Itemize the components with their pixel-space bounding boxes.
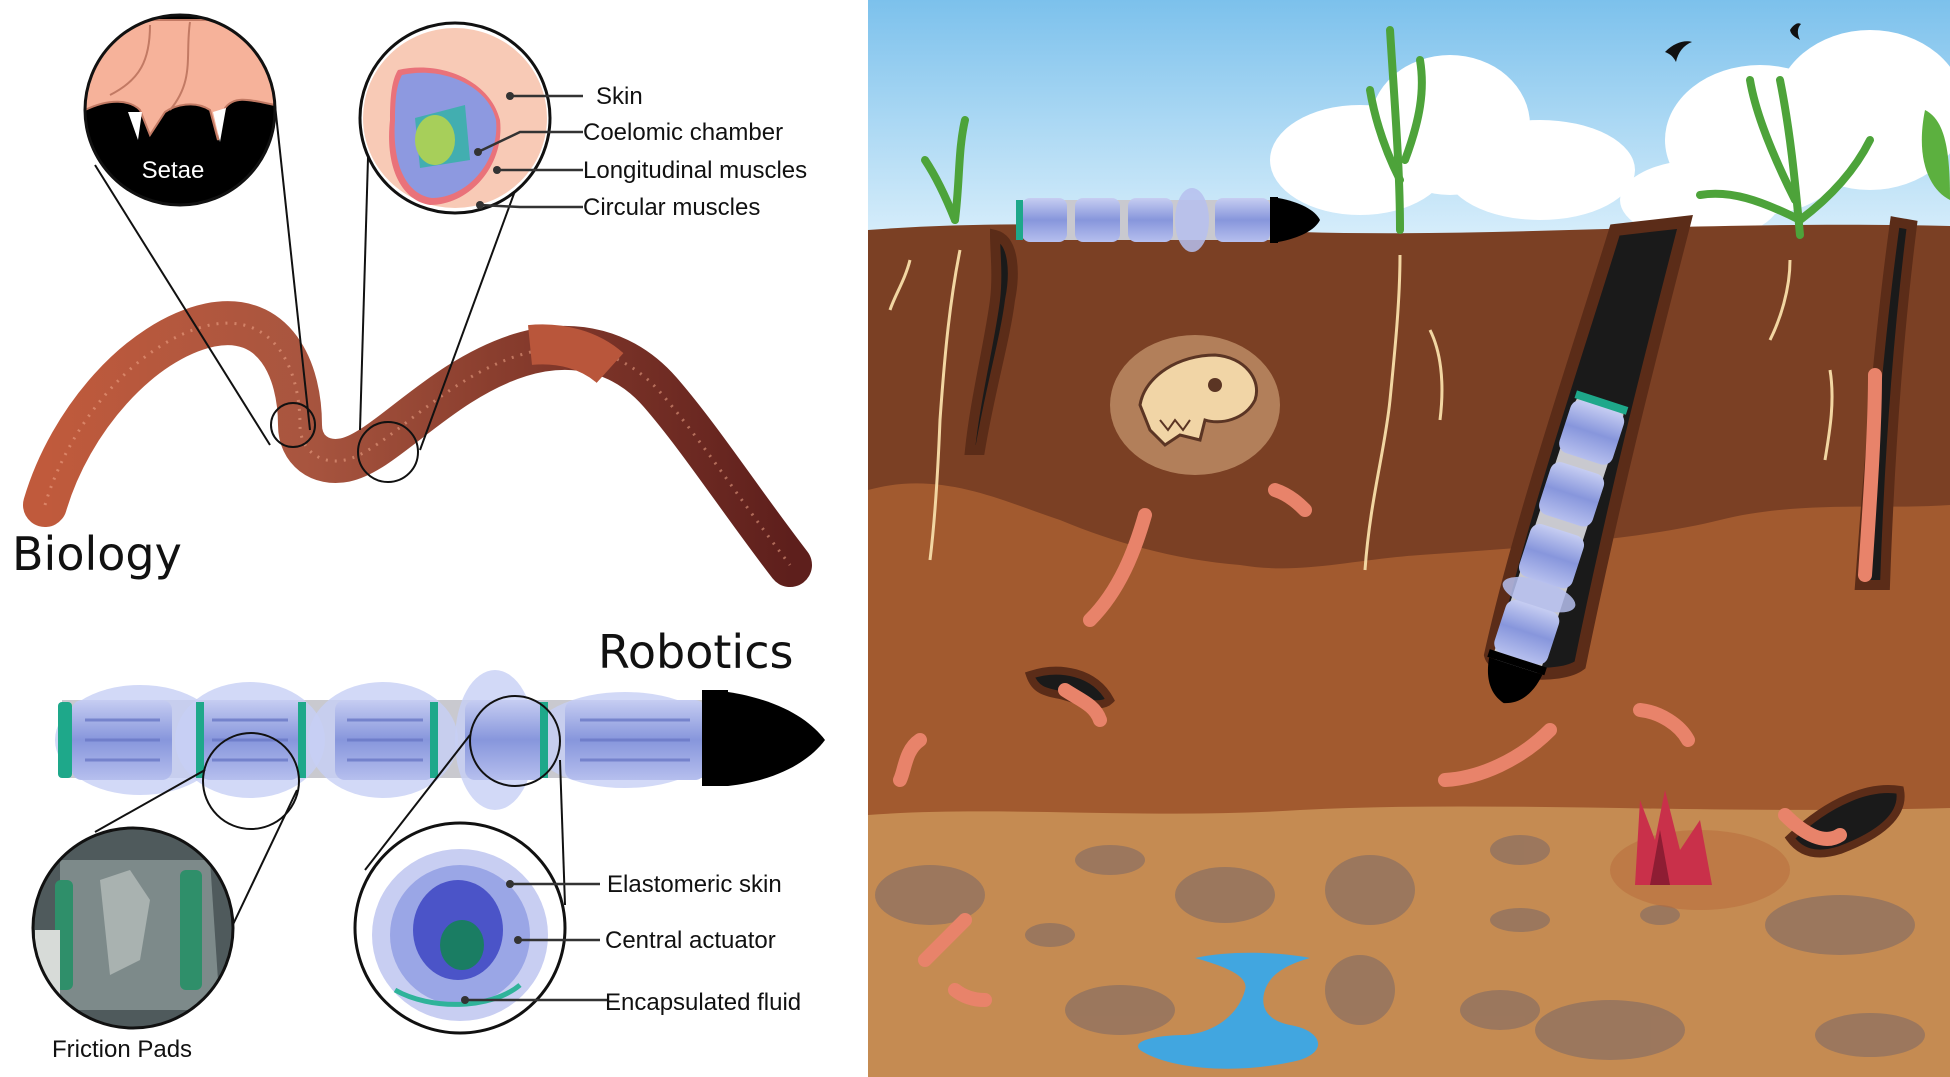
label-encapsulated-fluid: Encapsulated fluid (605, 989, 801, 1016)
clouds (1270, 30, 1950, 240)
robotics-title: Robotics (598, 625, 793, 679)
pebbles (875, 835, 1925, 1060)
crystals (1610, 790, 1790, 910)
robotics-panel: Robotics (31, 625, 825, 1063)
setae-inset: Setae (83, 13, 277, 207)
biology-panel: Setae Skin Coelomic chamber (12, 13, 812, 587)
robot-tunnel (1487, 390, 1629, 704)
water-puddle (1138, 952, 1319, 1069)
birds (1665, 23, 1801, 62)
label-central-actuator: Central actuator (605, 927, 776, 954)
label-longitudinal-muscles: Longitudinal muscles (583, 157, 807, 184)
worms (893, 368, 1882, 1007)
biology-title: Biology (12, 527, 182, 581)
label-skin: Skin (596, 83, 643, 110)
soil-scene (868, 0, 1950, 1077)
roots (888, 249, 1834, 571)
anatomy-leader-dots (474, 92, 514, 209)
robot-section-inset (353, 821, 567, 1035)
robot-surface (1016, 188, 1320, 252)
robot-section-leader-dots (461, 880, 522, 1004)
zoom-lines-robotics (94, 734, 566, 936)
leaf (1921, 110, 1950, 200)
robot-illustration (55, 670, 825, 830)
panel-divider (858, 0, 868, 1077)
robot-section-leaders (465, 882, 608, 1002)
dinosaur-fossil (1110, 335, 1280, 475)
earthworm-illustration (23, 301, 812, 587)
label-coelomic-chamber: Coelomic chamber (583, 119, 783, 146)
label-elastomeric-skin: Elastomeric skin (607, 871, 782, 898)
label-circular-muscles: Circular muscles (583, 194, 760, 221)
setae-label: Setae (142, 157, 205, 184)
anatomy-inset (358, 21, 552, 215)
friction-pads-inset (31, 826, 235, 1030)
friction-pads-label: Friction Pads (52, 1036, 192, 1063)
plants (921, 26, 1874, 239)
anatomy-leaders (477, 94, 583, 209)
